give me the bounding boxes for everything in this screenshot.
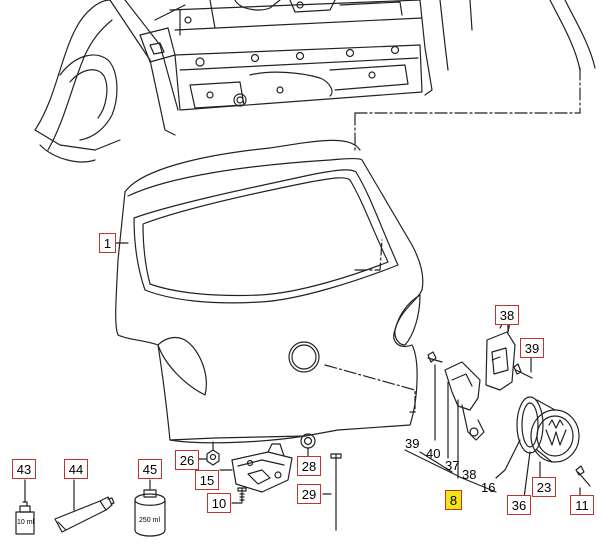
- bottle-large-label: 250 ml: [139, 517, 161, 524]
- screw-10: [231, 487, 247, 504]
- callout-23: 23: [532, 477, 556, 497]
- bottle-45: [134, 479, 166, 537]
- callout-39: 39: [520, 338, 544, 358]
- label-38: 38: [462, 467, 477, 482]
- callout-10: 10: [207, 493, 231, 513]
- label-37: 37: [445, 458, 460, 473]
- label-40: 40: [426, 446, 441, 461]
- nut-26: [197, 441, 220, 466]
- screw-39: [513, 357, 533, 379]
- rod-29: [322, 453, 342, 531]
- callout-36: 36: [507, 495, 531, 515]
- callout-38: 38: [495, 305, 519, 325]
- callout-45: 45: [138, 459, 162, 479]
- bottle-43: [15, 479, 35, 535]
- lock-mechanism: [219, 443, 293, 493]
- label-16: 16: [481, 480, 496, 495]
- callout-26: 26: [175, 450, 199, 470]
- lock-cylinder-38: [485, 319, 516, 391]
- callout-1: 1: [99, 233, 116, 253]
- emblem-switch-23: [495, 396, 580, 499]
- bottle-small-label: 10 ml: [17, 519, 35, 526]
- handle-assembly: [404, 351, 497, 493]
- callout-11: 11: [570, 495, 594, 515]
- callout-43: 43: [12, 459, 36, 479]
- screw-11: [575, 465, 591, 497]
- vehicle-body-rear: [34, 0, 596, 163]
- callout-29: 29: [297, 484, 321, 504]
- label-39: 39: [405, 436, 420, 451]
- grommet-28: [300, 433, 316, 457]
- callout-15: 15: [195, 470, 219, 490]
- tube-44: [54, 479, 115, 533]
- tailgate-panel: [114, 139, 424, 444]
- callout-44: 44: [64, 459, 88, 479]
- callout-8: 8: [445, 490, 462, 510]
- callout-28: 28: [297, 456, 321, 476]
